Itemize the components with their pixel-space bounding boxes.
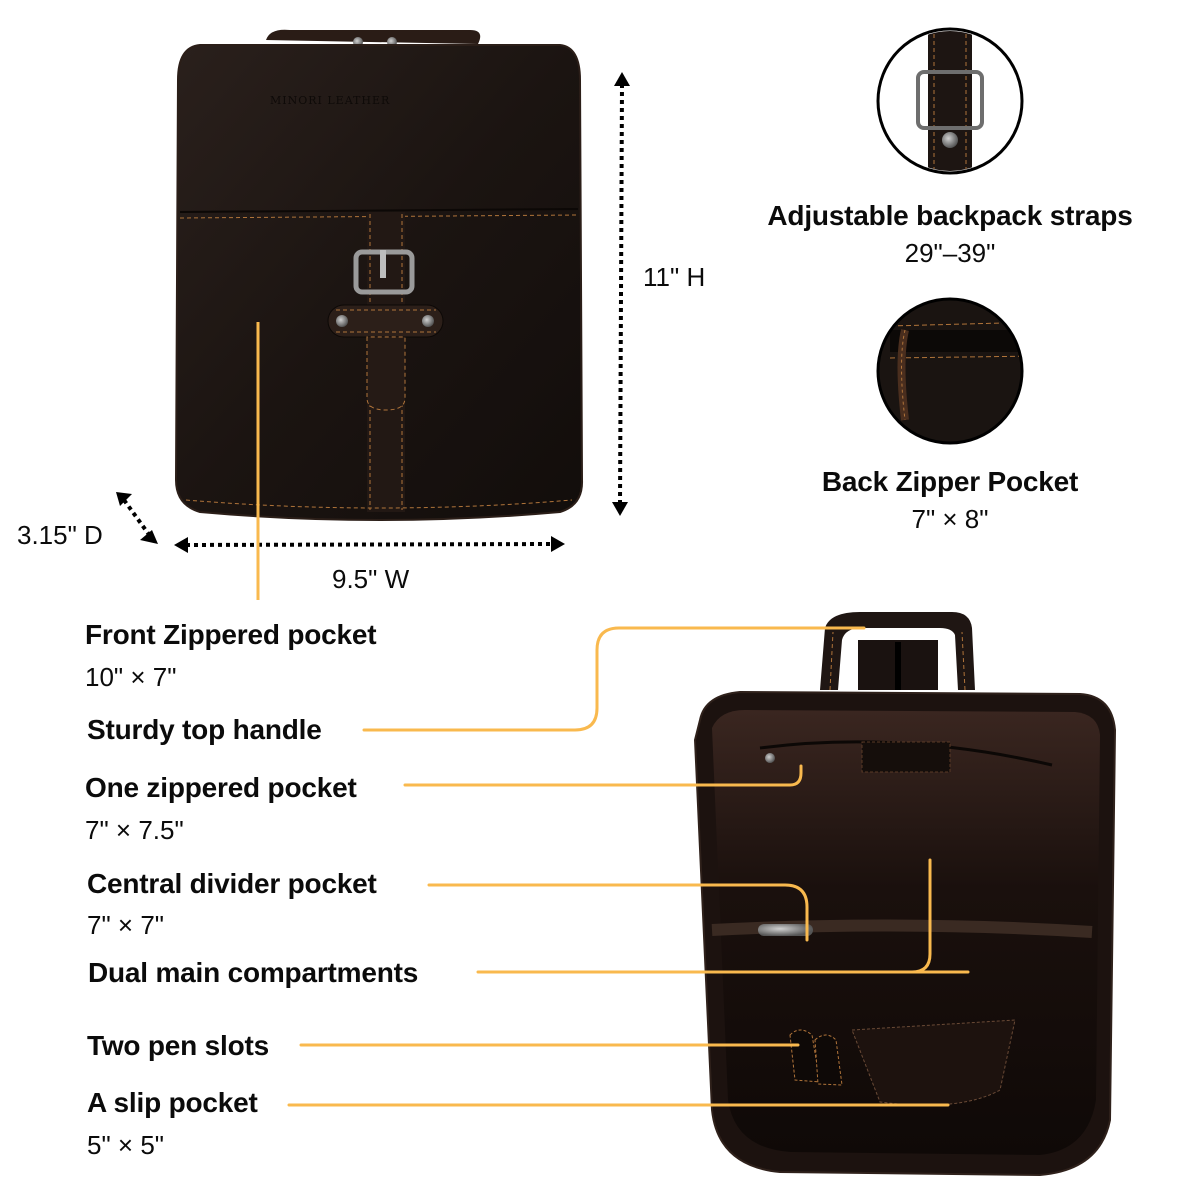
strap-callout-title: Adjustable backpack straps <box>767 200 1133 231</box>
back-zipper-callout-title: Back Zipper Pocket <box>821 466 1079 497</box>
strap-detail-circle <box>876 27 1024 175</box>
feature-title-slip-pocket: A slip pocket <box>87 1087 258 1118</box>
back-zipper-callout-value: 7" × 8" <box>911 504 989 534</box>
feature-value-slip-pocket: 5" × 5" <box>87 1130 165 1160</box>
backpack-interior-image <box>693 612 1117 1177</box>
back-zipper-detail-circle <box>876 297 1024 445</box>
feature-title-pen-slots: Two pen slots <box>87 1030 269 1061</box>
feature-title-divider-pocket: Central divider pocket <box>87 868 377 899</box>
connector-dual-compartments <box>476 858 970 974</box>
feature-title-top-handle: Sturdy top handle <box>87 714 322 745</box>
connector-zippered-pocket <box>403 764 803 787</box>
connector-divider-pocket <box>427 883 809 942</box>
feature-value-divider-pocket: 7" × 7" <box>87 910 165 940</box>
feature-value-front-pocket: 10" × 7" <box>85 662 177 692</box>
feature-title-front-pocket: Front Zippered pocket <box>85 619 377 650</box>
depth-label: 3.15" D <box>17 520 103 550</box>
connector-top-handle <box>362 626 866 732</box>
back-zipper-callout: Back Zipper Pocket 7" × 8" <box>720 466 1180 535</box>
strap-callout: Adjustable backpack straps 29"–39" <box>720 200 1180 269</box>
brand-emboss: MINORI LEATHER <box>270 94 390 107</box>
feature-value-zippered-pocket: 7" × 7.5" <box>85 815 184 845</box>
feature-title-zippered-pocket: One zippered pocket <box>85 772 357 803</box>
depth-dimension-arrow <box>116 492 158 544</box>
feature-title-dual-compartments: Dual main compartments <box>88 957 419 988</box>
height-label: 11" H <box>643 262 706 292</box>
width-label: 9.5" W <box>332 564 410 594</box>
width-dimension-arrow <box>174 536 565 553</box>
strap-callout-value: 29"–39" <box>904 238 996 268</box>
height-dimension-arrow <box>612 72 630 516</box>
